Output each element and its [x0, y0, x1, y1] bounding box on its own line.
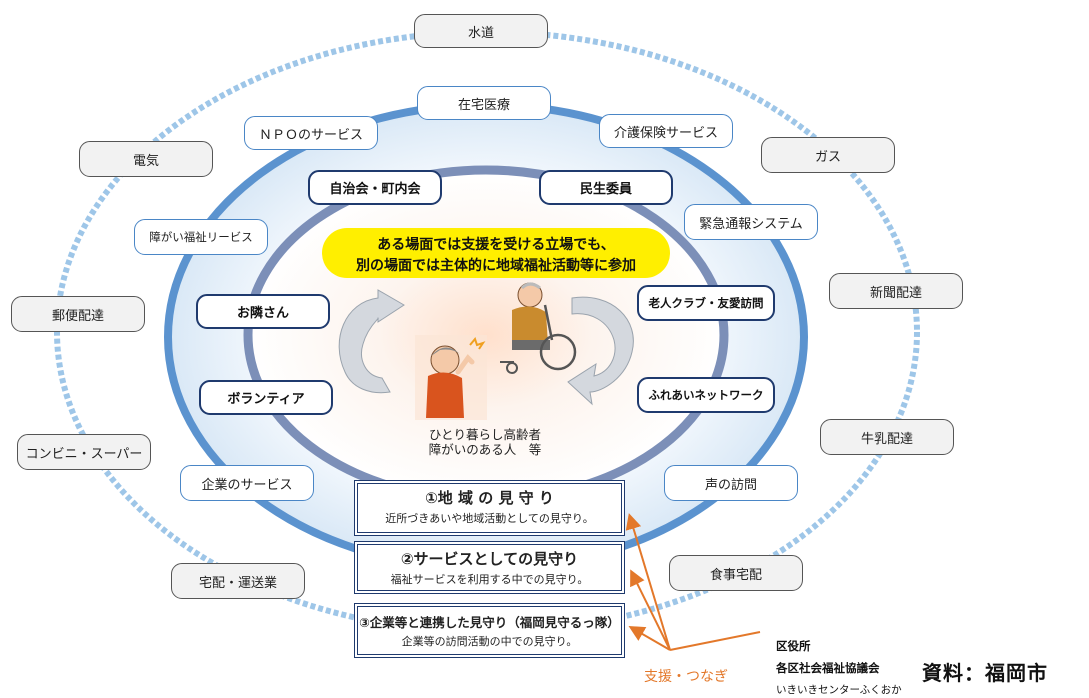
inner-item-fureai-network: ふれあいネットワーク	[637, 377, 775, 413]
support-arrow-4	[669, 631, 761, 651]
banner-line-1: ある場面では支援を受ける立場でも、	[377, 237, 615, 253]
inner-item-neighbor: お隣さん	[196, 294, 330, 329]
support-label: 支援・つなぎ	[644, 669, 728, 685]
watch-level-2-desc: 福祉サービスを利用する中での見守り。	[390, 573, 589, 586]
support-org-ward-office: 区役所	[776, 639, 811, 653]
cycle-arrow-right	[567, 296, 634, 406]
watch-level-3-title: ③企業等と連携した見守り（福岡見守るっ隊）	[359, 615, 620, 630]
center-caption-line-2: 障がいのある人 等	[428, 442, 542, 457]
outer-item-mail: 郵便配達	[11, 296, 145, 332]
watch-level-2-title: ②サービスとしての見守り	[400, 550, 579, 568]
watch-level-1: ①地 域 の 見 守 り 近所づきあいや地域活動としての見守り。	[354, 480, 625, 536]
center-caption-line-1: ひとり暮らし高齢者	[428, 427, 542, 442]
middle-item-care-insurance: 介護保険サービス	[599, 114, 733, 148]
watch-level-1-title: ①地 域 の 見 守 り	[425, 489, 554, 507]
wheelchair-person-illustration	[500, 282, 577, 374]
watch-level-1-desc: 近所づきあいや地域活動としての見守り。	[385, 512, 594, 525]
outer-item-convenience-store: コンビニ・スーパー	[17, 434, 151, 470]
watch-level-3-desc: 企業等の訪問活動の中での見守り。	[401, 635, 578, 648]
center-caption: ひとり暮らし高齢者 障がいのある人 等	[400, 427, 570, 457]
support-org-social-welfare-council: 各区社会福祉協議会	[776, 661, 880, 675]
middle-item-corporate-service: 企業のサービス	[180, 465, 314, 501]
middle-item-npo-service: ＮＰＯのサービス	[244, 116, 378, 150]
watch-level-3: ③企業等と連携した見守り（福岡見守るっ隊） 企業等の訪問活動の中での見守り。	[354, 603, 625, 658]
inner-item-volunteer: ボランティア	[199, 380, 333, 415]
elderly-person-illustration	[415, 335, 487, 420]
support-arrow-2	[630, 569, 671, 651]
support-arrow-3	[628, 625, 671, 651]
banner-line-2: 別の場面では主体的に地域福祉活動等に参加	[356, 258, 636, 274]
middle-item-disability-service: 障がい福祉リービス	[134, 219, 268, 255]
outer-item-meal-delivery: 食事宅配	[669, 555, 803, 591]
support-arrow-1	[625, 513, 671, 651]
source-credit: 資料：福岡市	[922, 661, 1048, 685]
inner-item-neighborhood-association: 自治会・町内会	[308, 170, 442, 205]
inner-item-welfare-commissioner: 民生委員	[539, 170, 673, 205]
watch-level-2: ②サービスとしての見守り 福祉サービスを利用する中での見守り。	[354, 541, 625, 594]
inner-item-senior-club: 老人クラブ・友愛訪問	[637, 285, 775, 321]
cycle-arrow-left	[338, 289, 405, 394]
outer-item-newspaper: 新聞配達	[829, 273, 963, 309]
highlight-banner: ある場面では支援を受ける立場でも、 別の場面では主体的に地域福祉活動等に参加	[322, 228, 670, 278]
middle-item-voice-visit: 声の訪問	[664, 465, 798, 501]
outer-item-water: 水道	[414, 14, 548, 48]
outer-item-milk: 牛乳配達	[820, 419, 954, 455]
middle-item-home-medical: 在宅医療	[417, 86, 551, 120]
outer-item-gas: ガス	[761, 137, 895, 173]
middle-item-emergency-system: 緊急通報システム	[684, 204, 818, 240]
outer-item-electricity: 電気	[79, 141, 213, 177]
outer-item-courier: 宅配・運送業	[171, 563, 305, 599]
support-org-ikiiki-center: いきいきセンターふくおか	[776, 684, 902, 696]
